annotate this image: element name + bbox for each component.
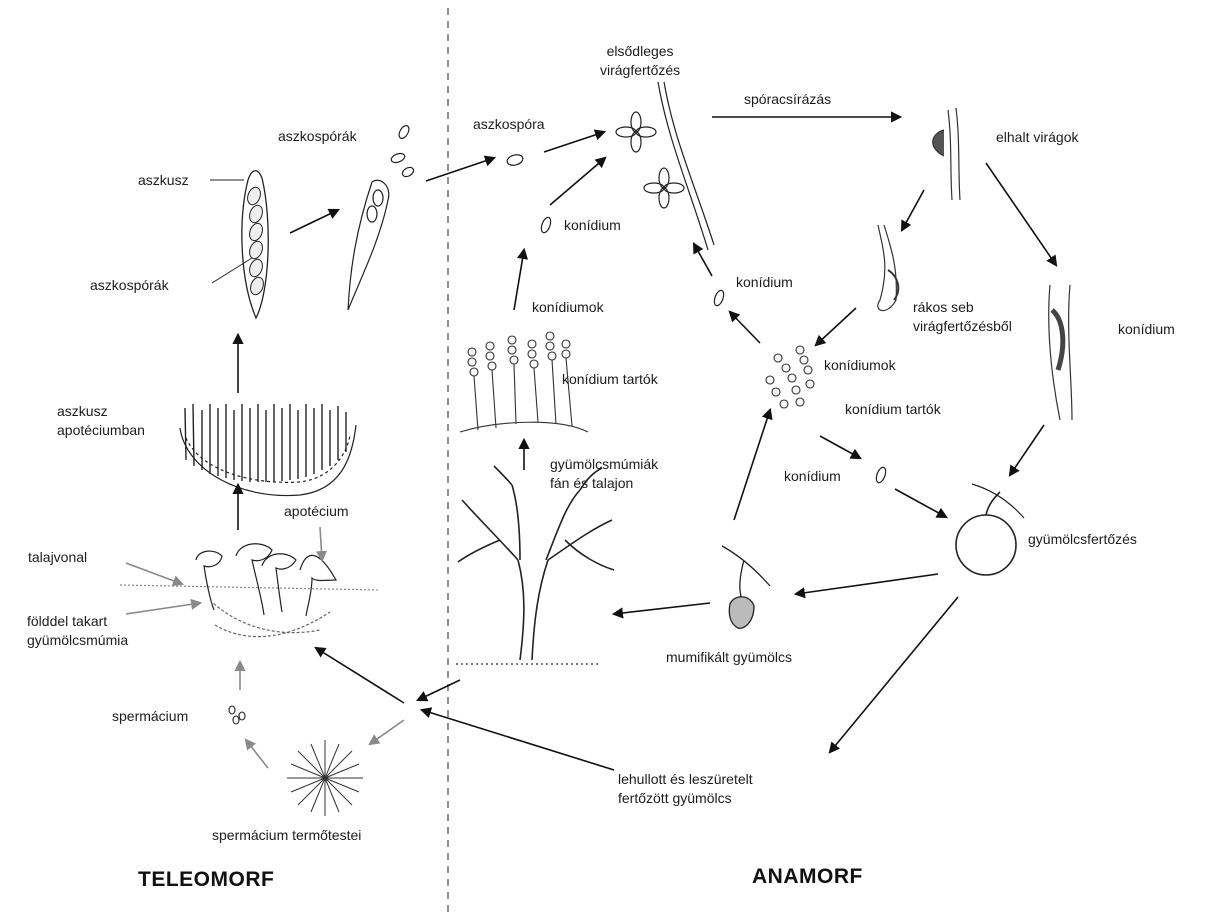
label-spermatium: spermácium xyxy=(112,707,188,726)
ascus-releasing-drawing xyxy=(348,124,415,310)
fruit-drawing xyxy=(956,484,1024,575)
ascospore-drawing xyxy=(506,153,524,167)
conidiophores-mid-drawing xyxy=(766,346,814,408)
label-conidiophores-left: konídium tartók xyxy=(562,370,658,389)
label-fruit-infection: gyümölcsfertőzés xyxy=(1028,530,1137,549)
label-mummies-on-tree: gyümölcsmúmiák fán és talajon xyxy=(550,455,658,493)
spermatia-drawing xyxy=(229,706,245,724)
mummified-fruit-drawing xyxy=(722,546,770,628)
label-conidiophores-mid: konídium tartók xyxy=(845,400,941,419)
label-primary-blossom-infection: elsődleges virágfertőzés xyxy=(600,42,680,80)
label-soil-line: talajvonal xyxy=(28,548,87,567)
blossom-infection-drawing xyxy=(616,82,714,250)
label-ascus-in-apothecium: aszkusz apotéciumban xyxy=(57,402,145,440)
dead-flowers-drawing xyxy=(933,108,960,200)
label-apothecium: apotécium xyxy=(284,502,349,521)
label-buried-mummy: földdel takart gyümölcsmúmia xyxy=(27,612,128,650)
label-conidium-2: konídium xyxy=(736,273,793,292)
label-mummified-fruit: mumifikált gyümölcs xyxy=(666,648,792,667)
label-canker: rákos seb virágfertőzésből xyxy=(913,298,1012,336)
label-conidia-left: konídiumok xyxy=(532,298,604,317)
label-conidium-4: konídium xyxy=(784,467,841,486)
label-spore-germination: spóracsírázás xyxy=(744,90,831,109)
label-fallen-fruit: lehullott és leszüretelt fertőzött gyümö… xyxy=(618,770,753,808)
teleomorph-title: TELEOMORF xyxy=(138,868,274,892)
label-ascus: aszkusz xyxy=(138,171,189,190)
label-spermatium-bodies: spermácium termőtestei xyxy=(212,826,361,845)
label-conidia-mid: konídiumok xyxy=(824,356,896,375)
canker-drawing xyxy=(878,225,898,311)
tree-drawing xyxy=(456,466,614,664)
label-conidium-3: konídium xyxy=(1118,320,1175,339)
apothecia-on-soil-drawing xyxy=(120,544,380,637)
grey-arrows xyxy=(126,527,404,768)
conidial-cushion-drawing xyxy=(1049,285,1072,420)
apothecium-section-drawing xyxy=(180,404,356,496)
label-conidium-1: konídium xyxy=(564,216,621,235)
anamorph-title: ANAMORF xyxy=(752,865,863,889)
label-ascospores-top: aszkospórák xyxy=(278,127,357,146)
label-ascospores-left: aszkospórák xyxy=(90,276,169,295)
spermatium-body-drawing xyxy=(287,740,363,816)
label-ascospore: aszkospóra xyxy=(473,115,545,134)
ascus-drawing xyxy=(210,171,268,318)
label-dead-flowers: elhalt virágok xyxy=(996,128,1079,147)
cycle-arrows xyxy=(238,117,1056,770)
